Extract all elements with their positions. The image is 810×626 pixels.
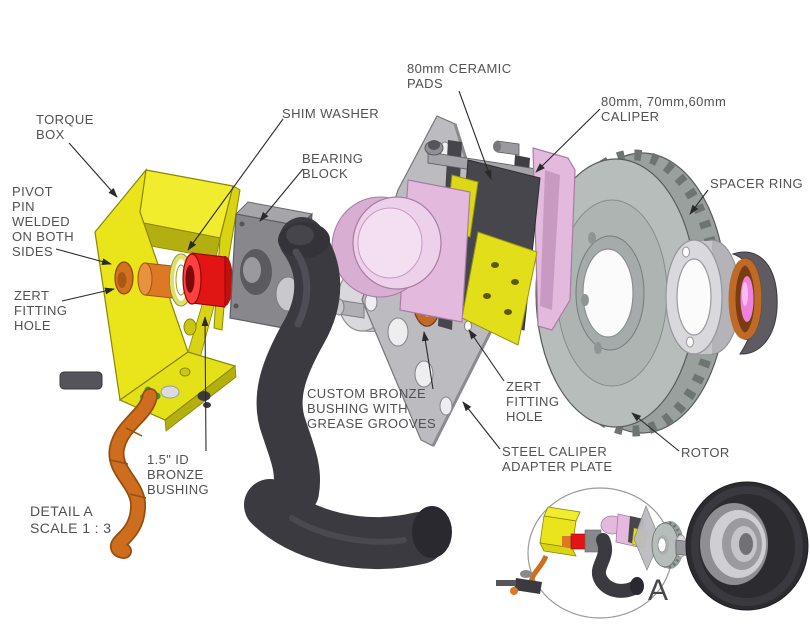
leader-lines xyxy=(55,90,709,452)
wheel-bearing-part xyxy=(728,251,778,355)
mini-assembly xyxy=(496,504,687,598)
wheel-part xyxy=(675,481,809,611)
caliper-part xyxy=(331,140,576,346)
red-bronze-bushing-part xyxy=(182,252,233,308)
spindle-arm-part xyxy=(244,217,452,569)
pivot-pin-part xyxy=(137,262,173,299)
grease-line-part xyxy=(108,388,158,559)
rotor-part xyxy=(535,149,727,437)
